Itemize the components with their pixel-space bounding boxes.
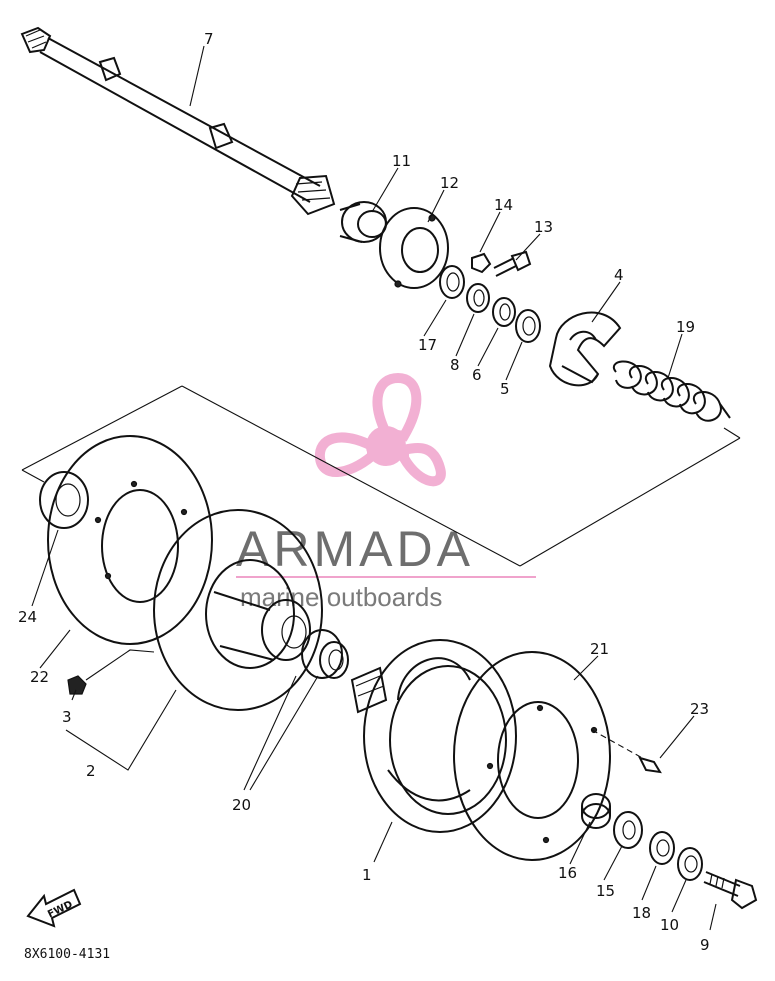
callout-20: 20 bbox=[232, 796, 251, 814]
propeller-logo-icon bbox=[314, 372, 446, 487]
part-14-nut bbox=[471, 252, 492, 274]
callout-16: 16 bbox=[558, 864, 577, 882]
drawing-code: 8X6100-4131 bbox=[24, 947, 110, 962]
callout-10: 10 bbox=[660, 916, 679, 934]
callout-3: 3 bbox=[62, 708, 72, 726]
watermark-brand: ARMADA bbox=[236, 521, 474, 577]
part-20-bushing bbox=[301, 629, 349, 679]
callout-24: 24 bbox=[18, 608, 37, 626]
part-8-washer bbox=[466, 283, 490, 313]
part-5-washer bbox=[515, 309, 541, 343]
leader-lines bbox=[31, 45, 717, 931]
callout-numbers: 7 11 12 14 13 4 19 17 865 24 22 3 2 20 21 23 1 16 15 18 10 9 bbox=[18, 30, 710, 954]
part-16-spacer bbox=[581, 793, 611, 829]
callout-12: 12 bbox=[440, 174, 459, 192]
part-21-disc bbox=[453, 651, 611, 861]
callout-4: 4 bbox=[614, 266, 624, 284]
callout-17: 17 bbox=[418, 336, 437, 354]
callout-2: 2 bbox=[86, 762, 96, 780]
part-4-cam bbox=[548, 311, 622, 387]
callout-1: 1 bbox=[362, 866, 372, 884]
part-22-disc bbox=[47, 435, 213, 645]
callout-11: 11 bbox=[392, 152, 411, 170]
part-2-primary-sheave bbox=[153, 509, 323, 711]
part-11-bearing bbox=[339, 201, 387, 243]
part-24-seal bbox=[39, 471, 89, 529]
part-3-nut bbox=[67, 675, 87, 695]
assembly-frame-upper bbox=[21, 385, 741, 567]
callout-13: 13 bbox=[534, 218, 553, 236]
fwd-arrow-icon: FWD bbox=[26, 888, 82, 928]
callout-14: 14 bbox=[494, 196, 513, 214]
part-17-washer bbox=[439, 265, 465, 299]
part-9-bolt bbox=[703, 871, 758, 910]
part-7-shaft bbox=[20, 26, 336, 216]
part-15-washer bbox=[613, 811, 643, 849]
part-19-spring bbox=[612, 360, 731, 422]
part-23-screw bbox=[638, 756, 662, 774]
part-1-secondary-sheave bbox=[350, 639, 517, 833]
callout-6: 6 bbox=[472, 366, 482, 384]
callout-22: 22 bbox=[30, 668, 49, 686]
part-23-guide-line bbox=[591, 729, 647, 761]
part-13-bolt bbox=[493, 250, 532, 277]
callout-18: 18 bbox=[632, 904, 651, 922]
callout-19: 19 bbox=[676, 318, 695, 336]
watermark-divider bbox=[236, 576, 536, 578]
part-18-washer bbox=[649, 831, 675, 865]
callout-8: 8 bbox=[450, 356, 460, 374]
callout-21: 21 bbox=[590, 640, 609, 658]
callout-9: 9 bbox=[700, 936, 710, 954]
callout-23: 23 bbox=[690, 700, 709, 718]
callout-5: 5 bbox=[500, 380, 510, 398]
part-12-flange bbox=[379, 207, 449, 289]
callout-7: 7 bbox=[204, 30, 214, 48]
assembly-frame-left bbox=[21, 469, 45, 483]
part-6-lock-washer bbox=[492, 297, 516, 327]
callout-15: 15 bbox=[596, 882, 615, 900]
part-10-washer bbox=[677, 847, 703, 881]
armada-logo-watermark: ARMADA marine outboards bbox=[236, 372, 536, 612]
watermark-tagline: marine outboards bbox=[240, 582, 442, 612]
